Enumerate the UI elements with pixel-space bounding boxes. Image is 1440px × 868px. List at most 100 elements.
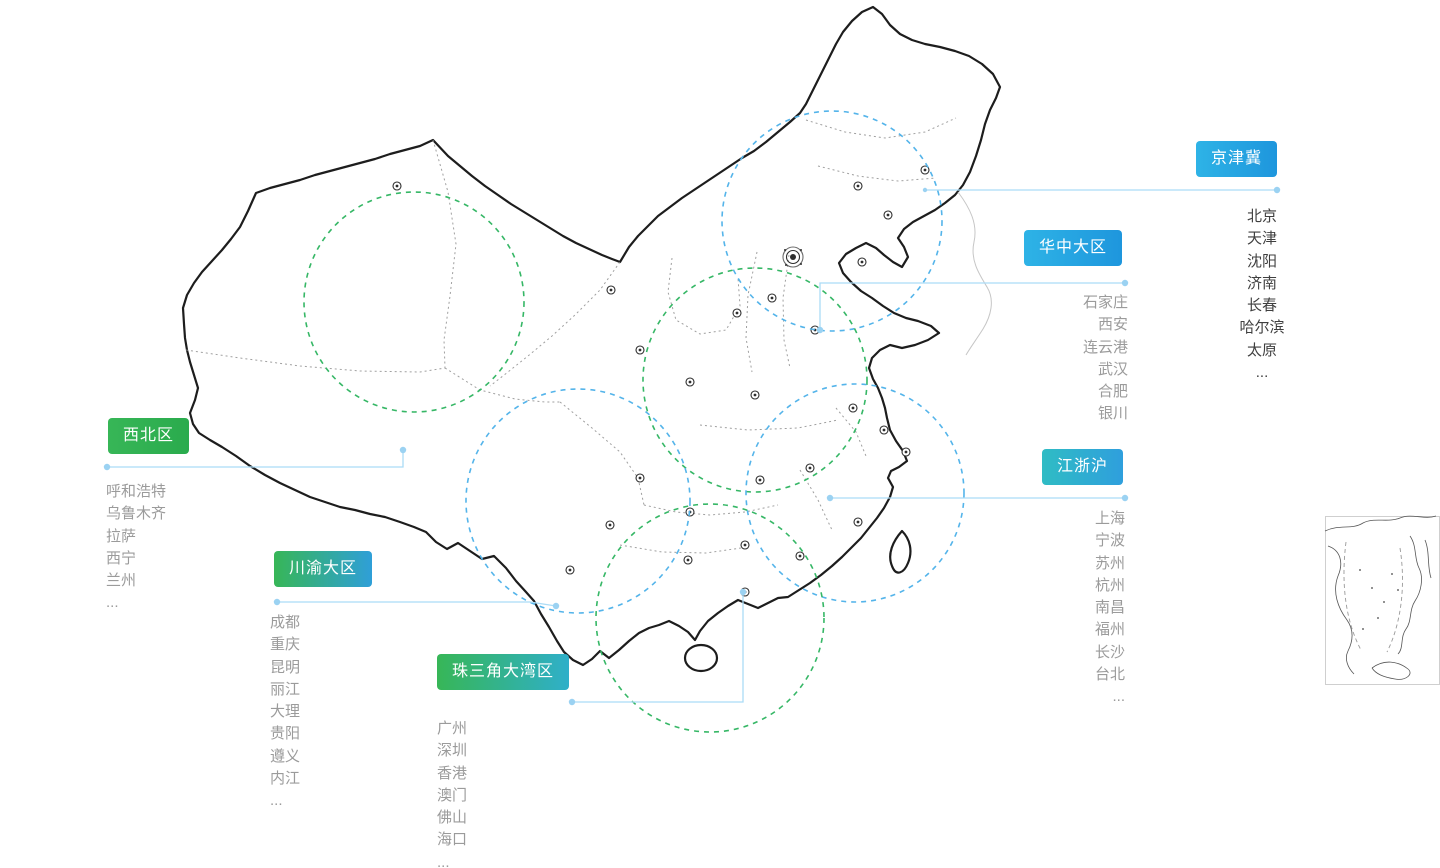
city-item: ... [437, 853, 450, 868]
taiwan-island [889, 529, 912, 574]
city-marker-icon [767, 293, 777, 303]
city-item: 太原 [1246, 341, 1277, 359]
city-item: 沈阳 [1246, 252, 1277, 270]
region-circle-jingjinji [721, 110, 943, 332]
city-item: 内江 [270, 770, 301, 788]
city-marker-icon [853, 517, 863, 527]
connector-lines [107, 189, 1277, 703]
city-marker-icon [879, 425, 889, 435]
city-item: 香港 [437, 764, 468, 782]
city-markers [392, 165, 930, 597]
city-marker-icon [392, 181, 402, 191]
city-item: 台北 [1094, 666, 1125, 684]
city-marker-icon [805, 463, 815, 473]
city-item: 长春 [1246, 297, 1277, 315]
city-item: 遵义 [270, 747, 301, 765]
connector-pearl-delta [572, 592, 744, 703]
city-item: 深圳 [437, 742, 468, 760]
region-citylist-pearl-delta: 广州深圳香港澳门佛山海口... [437, 718, 557, 868]
city-marker-icon [606, 285, 616, 295]
korea-coastline [957, 191, 992, 356]
city-marker-icon [853, 181, 863, 191]
region-badge-jiangzhehu[interactable]: 江浙沪 [1042, 449, 1124, 485]
region-badge-chuanyu[interactable]: 川渝大区 [274, 551, 373, 587]
region-citylist-jingjinji: 北京天津沈阳济南长春哈尔滨太原... [1192, 206, 1332, 384]
city-item: 广州 [437, 720, 468, 737]
city-marker-icon [683, 555, 693, 565]
city-item: 重庆 [270, 636, 301, 654]
city-item: 澳门 [437, 786, 468, 804]
region-circle-central [642, 267, 868, 493]
city-marker-icon [732, 308, 742, 318]
region-citylist-chuanyu: 成都重庆昆明丽江大理贵阳遵义内江... [270, 612, 390, 813]
city-marker-icon [848, 403, 858, 413]
city-marker-icon [795, 551, 805, 561]
city-item: 长沙 [1094, 643, 1125, 661]
region-circles [303, 110, 965, 733]
city-item: 合肥 [1097, 383, 1128, 401]
region-citylist-central: 石家庄西安连云港武汉合肥银川 [988, 292, 1128, 426]
city-item: 武汉 [1097, 360, 1128, 378]
connector-chuanyu [277, 601, 557, 607]
city-item: 连云港 [1082, 338, 1128, 356]
region-citylist-jiangzhehu: 上海宁波苏州杭州南昌福州长沙台北... [985, 508, 1125, 709]
city-item: 上海 [1094, 510, 1125, 527]
city-item: 西宁 [106, 549, 137, 567]
city-item: ... [1112, 688, 1125, 706]
city-item: 兰州 [106, 572, 137, 590]
city-marker-icon [740, 540, 750, 550]
city-item: 西安 [1097, 316, 1128, 334]
city-item: 哈尔滨 [1239, 319, 1285, 337]
region-circle-northwest [303, 191, 525, 413]
city-item: 乌鲁木齐 [106, 505, 167, 523]
city-item: 贵阳 [270, 725, 301, 743]
city-item: 佛山 [437, 809, 468, 827]
region-badge-central[interactable]: 华中大区 [1024, 230, 1123, 266]
city-marker-icon [635, 473, 645, 483]
city-item: 银川 [1097, 405, 1128, 423]
city-marker-icon [635, 345, 645, 355]
city-item: ... [1255, 364, 1269, 382]
connector-central [819, 282, 1125, 330]
city-item: 拉萨 [106, 527, 137, 545]
city-marker-icon [605, 520, 615, 530]
city-item: 南昌 [1094, 599, 1125, 617]
city-item: 杭州 [1094, 576, 1125, 594]
city-marker-icon [565, 565, 575, 575]
city-marker-icon [901, 447, 911, 457]
city-item: 海口 [437, 831, 468, 849]
region-badge-jingjinji[interactable]: 京津冀 [1196, 141, 1278, 177]
region-circle-chuanyu [465, 388, 691, 614]
city-item: 石家庄 [1082, 294, 1128, 311]
city-marker-icon [755, 475, 765, 485]
city-item: 苏州 [1094, 554, 1125, 572]
hainan-island [683, 643, 719, 673]
city-marker-icon [685, 377, 695, 387]
city-marker-icon [750, 390, 760, 400]
city-item: 天津 [1246, 230, 1277, 248]
city-item: 福州 [1094, 621, 1125, 639]
region-badge-pearl-delta[interactable]: 珠三角大湾区 [437, 654, 570, 690]
city-item: 成都 [270, 614, 301, 631]
city-marker-icon [857, 257, 867, 267]
connector-dots [103, 186, 1281, 706]
city-item: 北京 [1246, 208, 1277, 225]
china-outline [181, 5, 1002, 673]
region-citylist-northwest: 呼和浩特乌鲁木齐拉萨西宁兰州... [106, 481, 226, 615]
city-item: ... [270, 792, 283, 810]
city-marker-icon [810, 325, 820, 335]
city-marker-icon [883, 210, 893, 220]
city-item: 济南 [1246, 274, 1277, 292]
city-item: 呼和浩特 [106, 483, 167, 500]
city-marker-icon [920, 165, 930, 175]
region-badge-northwest[interactable]: 西北区 [108, 418, 190, 454]
south-china-sea-inset [1324, 515, 1440, 685]
province-borders [185, 117, 957, 554]
capital-marker-icon [782, 246, 804, 268]
region-circle-jiangzhehu [745, 383, 965, 603]
city-item: ... [106, 594, 119, 612]
city-item: 昆明 [270, 658, 301, 676]
city-item: 丽江 [270, 680, 301, 698]
